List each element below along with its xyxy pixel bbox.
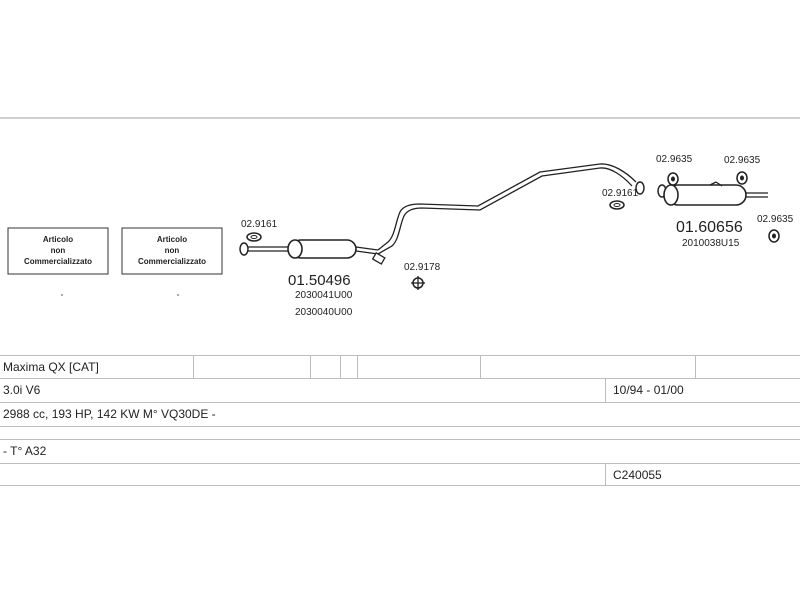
- not-sold-box-2: Articolo non Commercializzato: [121, 227, 223, 275]
- not-sold-box-2-line1: Articolo: [157, 235, 187, 244]
- table-row: [0, 427, 800, 440]
- vehicle-specs: 2988 cc, 193 HP, 142 KW M° VQ30DE -: [3, 407, 216, 421]
- table-row: Maxima QX [CAT]: [0, 356, 800, 379]
- front-flange: [239, 242, 288, 256]
- dot-marker: [61, 294, 63, 296]
- hanger-b-part: 02.9635: [724, 155, 761, 185]
- vehicle-model: Maxima QX [CAT]: [3, 360, 99, 374]
- hanger-c-number: 02.9635: [757, 214, 794, 225]
- rear-muffler-oe: 2010038U15: [682, 238, 740, 249]
- hanger-c-part: 02.9635: [757, 214, 794, 243]
- vehicle-years: 10/94 - 01/00: [613, 383, 684, 397]
- middle-pipe: [377, 163, 637, 255]
- clamp-number: 02.9178: [404, 262, 441, 273]
- catalog-code: C240055: [613, 468, 662, 482]
- rear-muffler-part: 01.60656 2010038U15: [663, 181, 768, 249]
- front-muffler-oe-1: 2030041U00: [295, 290, 353, 301]
- mid-gasket-number: 02.9161: [602, 188, 639, 199]
- vehicle-info-table: Maxima QX [CAT] 3.0i V6 10/94 - 01/00 29…: [0, 355, 800, 486]
- hanger-a-number: 02.9635: [656, 154, 693, 165]
- rear-flange: [635, 181, 667, 198]
- rubber-hanger-icon: [667, 172, 679, 186]
- gasket-ring-icon: [246, 232, 262, 242]
- vehicle-type: - T° A32: [3, 444, 47, 458]
- mid-clamp-link: [371, 252, 386, 265]
- dot-marker: [177, 294, 179, 296]
- mid-gasket-part: 02.9161: [602, 188, 639, 210]
- gasket-ring-icon: [609, 200, 625, 210]
- not-sold-box-2-line3: Commercializzato: [138, 257, 206, 266]
- muffler-body-icon: [667, 184, 747, 206]
- table-top-border: [0, 355, 800, 356]
- table-row: - T° A32: [0, 440, 800, 464]
- front-muffler-number: 01.50496: [288, 272, 351, 289]
- front-gasket-part: 02.9161: [241, 219, 278, 242]
- not-sold-box-1-line1: Articolo: [43, 235, 73, 244]
- exhaust-system-diagram: Articolo non Commercializzato Articolo n…: [7, 154, 794, 318]
- hanger-a-part: 02.9635: [656, 154, 693, 186]
- rubber-hanger-icon: [736, 171, 748, 185]
- not-sold-box-1: Articolo non Commercializzato: [7, 227, 109, 275]
- not-sold-box-2-line2: non: [165, 246, 180, 255]
- not-sold-box-1-line2: non: [51, 246, 66, 255]
- top-divider: [0, 117, 800, 119]
- rubber-hanger-icon: [768, 229, 780, 243]
- table-row: 3.0i V6 10/94 - 01/00: [0, 379, 800, 403]
- table-row: 2988 cc, 193 HP, 142 KW M° VQ30DE -: [0, 403, 800, 427]
- front-muffler-part: 01.50496 2030041U00 2030040U00: [287, 239, 379, 318]
- vehicle-engine: 3.0i V6: [3, 383, 41, 397]
- clamp-part: 02.9178: [404, 262, 441, 290]
- not-sold-box-1-line3: Commercializzato: [24, 257, 92, 266]
- front-gasket-number: 02.9161: [241, 219, 278, 230]
- table-row: C240055: [0, 464, 800, 486]
- rear-muffler-number: 01.60656: [676, 219, 743, 236]
- hanger-b-number: 02.9635: [724, 155, 761, 166]
- front-muffler-oe-2: 2030040U00: [295, 307, 353, 318]
